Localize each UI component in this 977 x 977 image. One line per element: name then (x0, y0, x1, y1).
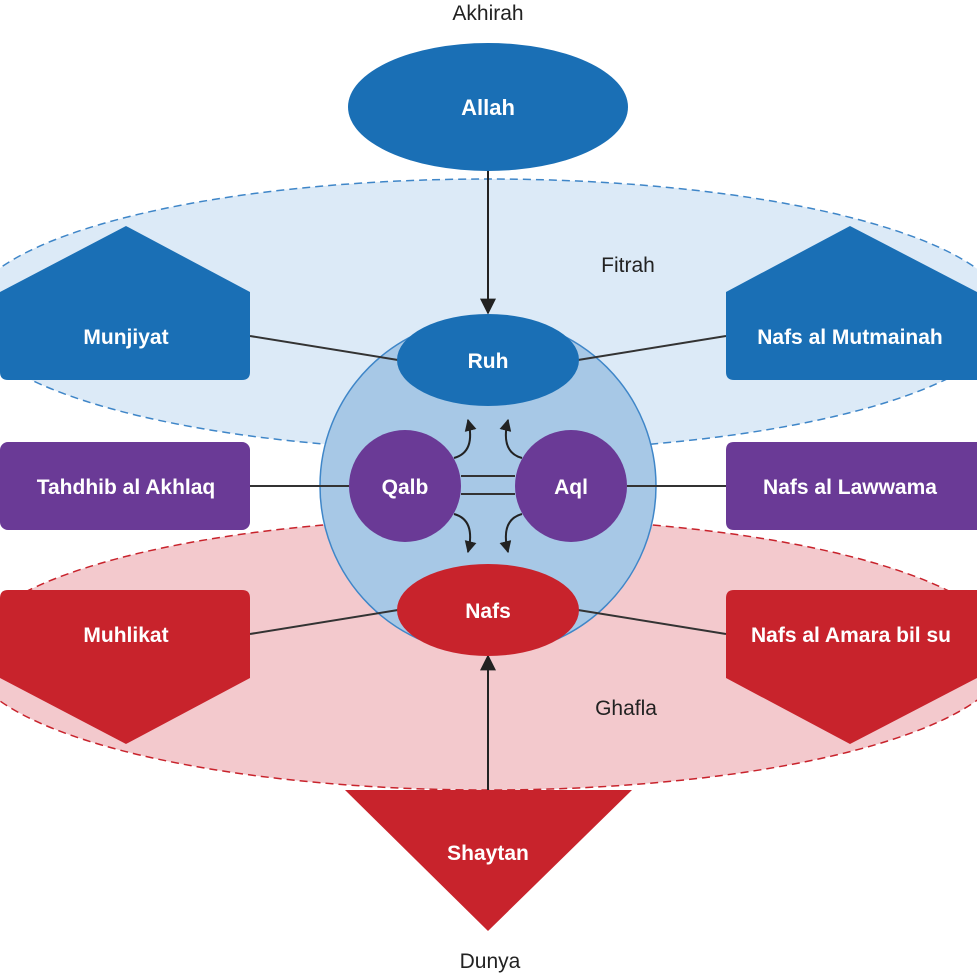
curve-arrow-upper-right (499, 418, 523, 459)
qalb-label: Qalb (382, 476, 429, 499)
munjiyat-label: Munjiyat (83, 326, 168, 349)
curve-arrow-upper-left (453, 418, 477, 459)
curve-arrow-lower-left (453, 513, 477, 554)
ruh-node (397, 314, 579, 406)
connector-muhlikat-nafs (249, 609, 399, 635)
tahdhib-label: Tahdhib al Akhlaq (37, 476, 216, 499)
ruh-label: Ruh (468, 350, 509, 373)
tahdhib-node (0, 442, 250, 530)
nafs-lawwama-label: Nafs al Lawwama (763, 476, 937, 499)
muhlikat-node (0, 590, 250, 744)
nafs-node (397, 564, 579, 656)
dunya-label: Dunya (460, 950, 521, 973)
qalb-node (349, 430, 461, 542)
munjiyat-node (0, 226, 250, 380)
aql-label: Aql (554, 476, 588, 499)
curve-arrow-lower-right (499, 513, 523, 554)
nafs-mutmainah-node (726, 226, 977, 380)
nafs-amara-label: Nafs al Amara bil su (751, 624, 951, 647)
nafs-amara-node (726, 590, 977, 744)
aql-node (515, 430, 627, 542)
shaytan-label: Shaytan (447, 842, 529, 865)
allah-node (348, 43, 628, 171)
connector-munjiyat-ruh (249, 335, 399, 361)
allah-label: Allah (461, 95, 515, 120)
nafs-lawwama-node (726, 442, 977, 530)
akhirah-label: Akhirah (452, 2, 523, 25)
muhlikat-label: Muhlikat (83, 624, 168, 647)
fitrah-label: Fitrah (601, 254, 655, 277)
nafs-mutmainah-label: Nafs al Mutmainah (757, 326, 943, 349)
shaytan-node (345, 790, 632, 931)
connector-nafs-amara (577, 609, 727, 635)
nafs-label: Nafs (465, 600, 511, 623)
connector-ruh-mutmainah (577, 335, 727, 361)
ghafla-label: Ghafla (595, 697, 657, 720)
